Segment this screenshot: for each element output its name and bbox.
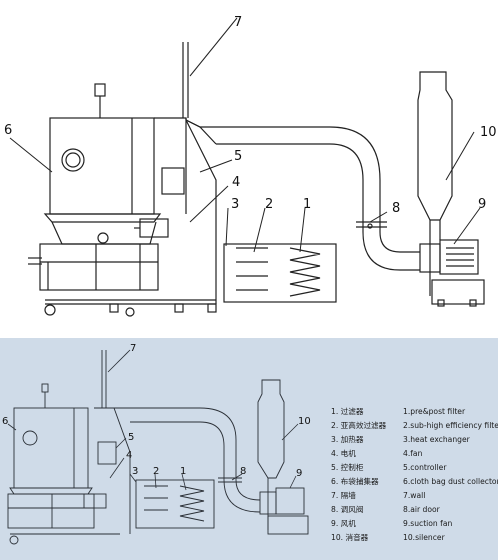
bottom-leader-lines bbox=[7, 349, 299, 491]
top-callout-labels: 6 5 4 3 2 1 7 8 9 10 bbox=[4, 15, 497, 216]
bottom-callout-labels: 6 5 4 3 2 1 7 8 9 10 bbox=[2, 343, 311, 479]
callout-3: 3 bbox=[231, 197, 239, 212]
dryer-chamber bbox=[49, 117, 155, 215]
trolley bbox=[39, 243, 159, 291]
silencer bbox=[417, 71, 453, 221]
legend-zh-6: 6. 布袋捕集器 bbox=[331, 476, 379, 486]
legend-en-8: 8.air door bbox=[403, 505, 441, 514]
callout-9: 9 bbox=[296, 468, 302, 479]
chamber-bowl bbox=[43, 213, 162, 223]
callout-7: 7 bbox=[234, 15, 242, 30]
legend: 1. 过滤器 1.pre&post filter 2. 亚高效过滤器 2.sub… bbox=[331, 406, 498, 542]
wheel bbox=[44, 304, 56, 316]
callout-3: 3 bbox=[132, 466, 138, 477]
legend-en-3: 3.heat exchanger bbox=[403, 435, 471, 444]
air-handler-housing bbox=[94, 407, 131, 534]
callout-5: 5 bbox=[234, 149, 242, 164]
callout-10: 10 bbox=[298, 416, 311, 427]
callout-8: 8 bbox=[240, 466, 246, 477]
pre-filter-pleats bbox=[289, 247, 321, 297]
callout-6: 6 bbox=[2, 416, 8, 427]
legend-zh-8: 8. 调风阀 bbox=[331, 505, 363, 514]
legend-zh-4: 4. 电机 bbox=[331, 448, 356, 458]
legend-zh-10: 10. 消音器 bbox=[331, 532, 369, 542]
callout-1: 1 bbox=[303, 197, 311, 212]
controller-cabinet bbox=[97, 441, 117, 465]
suction-fan bbox=[439, 239, 479, 275]
air-handler-housing bbox=[154, 117, 217, 304]
filter-box bbox=[135, 479, 215, 529]
legend-en-4: 4.fan bbox=[403, 449, 423, 458]
filter-box bbox=[223, 243, 337, 303]
callout-8: 8 bbox=[392, 201, 400, 216]
legend-en-10: 10.silencer bbox=[403, 533, 446, 542]
callout-4: 4 bbox=[126, 450, 132, 461]
legend-zh-9: 9. 风机 bbox=[331, 518, 356, 528]
legend-en-9: 9.suction fan bbox=[403, 519, 452, 528]
callout-5: 5 bbox=[128, 432, 134, 443]
legend-zh-5: 5. 控制柜 bbox=[331, 462, 364, 472]
top-diagram bbox=[28, 42, 485, 317]
callout-4: 4 bbox=[232, 175, 240, 190]
top-leader-lines bbox=[9, 17, 481, 253]
bottom-diagram bbox=[7, 350, 309, 545]
callout-6: 6 bbox=[4, 123, 12, 138]
legend-zh-1: 1. 过滤器 bbox=[331, 406, 364, 416]
callout-1: 1 bbox=[180, 466, 186, 477]
controller-cabinet bbox=[161, 167, 185, 195]
callout-7: 7 bbox=[130, 343, 136, 354]
sight-glass bbox=[61, 148, 85, 172]
pre-filter-pleats bbox=[179, 485, 205, 522]
legend-en-7: 7.wall bbox=[403, 491, 425, 500]
callout-10: 10 bbox=[480, 125, 497, 140]
callout-9: 9 bbox=[478, 197, 486, 212]
legend-en-2: 2.sub-high efficiency filter bbox=[403, 421, 498, 430]
legend-zh-2: 2. 亚高效过滤器 bbox=[331, 420, 387, 430]
silencer bbox=[257, 379, 285, 479]
callout-2: 2 bbox=[153, 466, 159, 477]
legend-zh-3: 3. 加热器 bbox=[331, 434, 364, 444]
legend-zh-7: 7. 隔墙 bbox=[331, 490, 356, 500]
callout-2: 2 bbox=[265, 197, 273, 212]
legend-en-6: 6.cloth bag dust collector bbox=[403, 477, 498, 486]
legend-en-1: 1.pre&post filter bbox=[403, 407, 466, 416]
legend-en-5: 5.controller bbox=[403, 463, 447, 472]
bottom-panel-background bbox=[0, 338, 498, 560]
exhaust-duct bbox=[185, 119, 420, 253]
